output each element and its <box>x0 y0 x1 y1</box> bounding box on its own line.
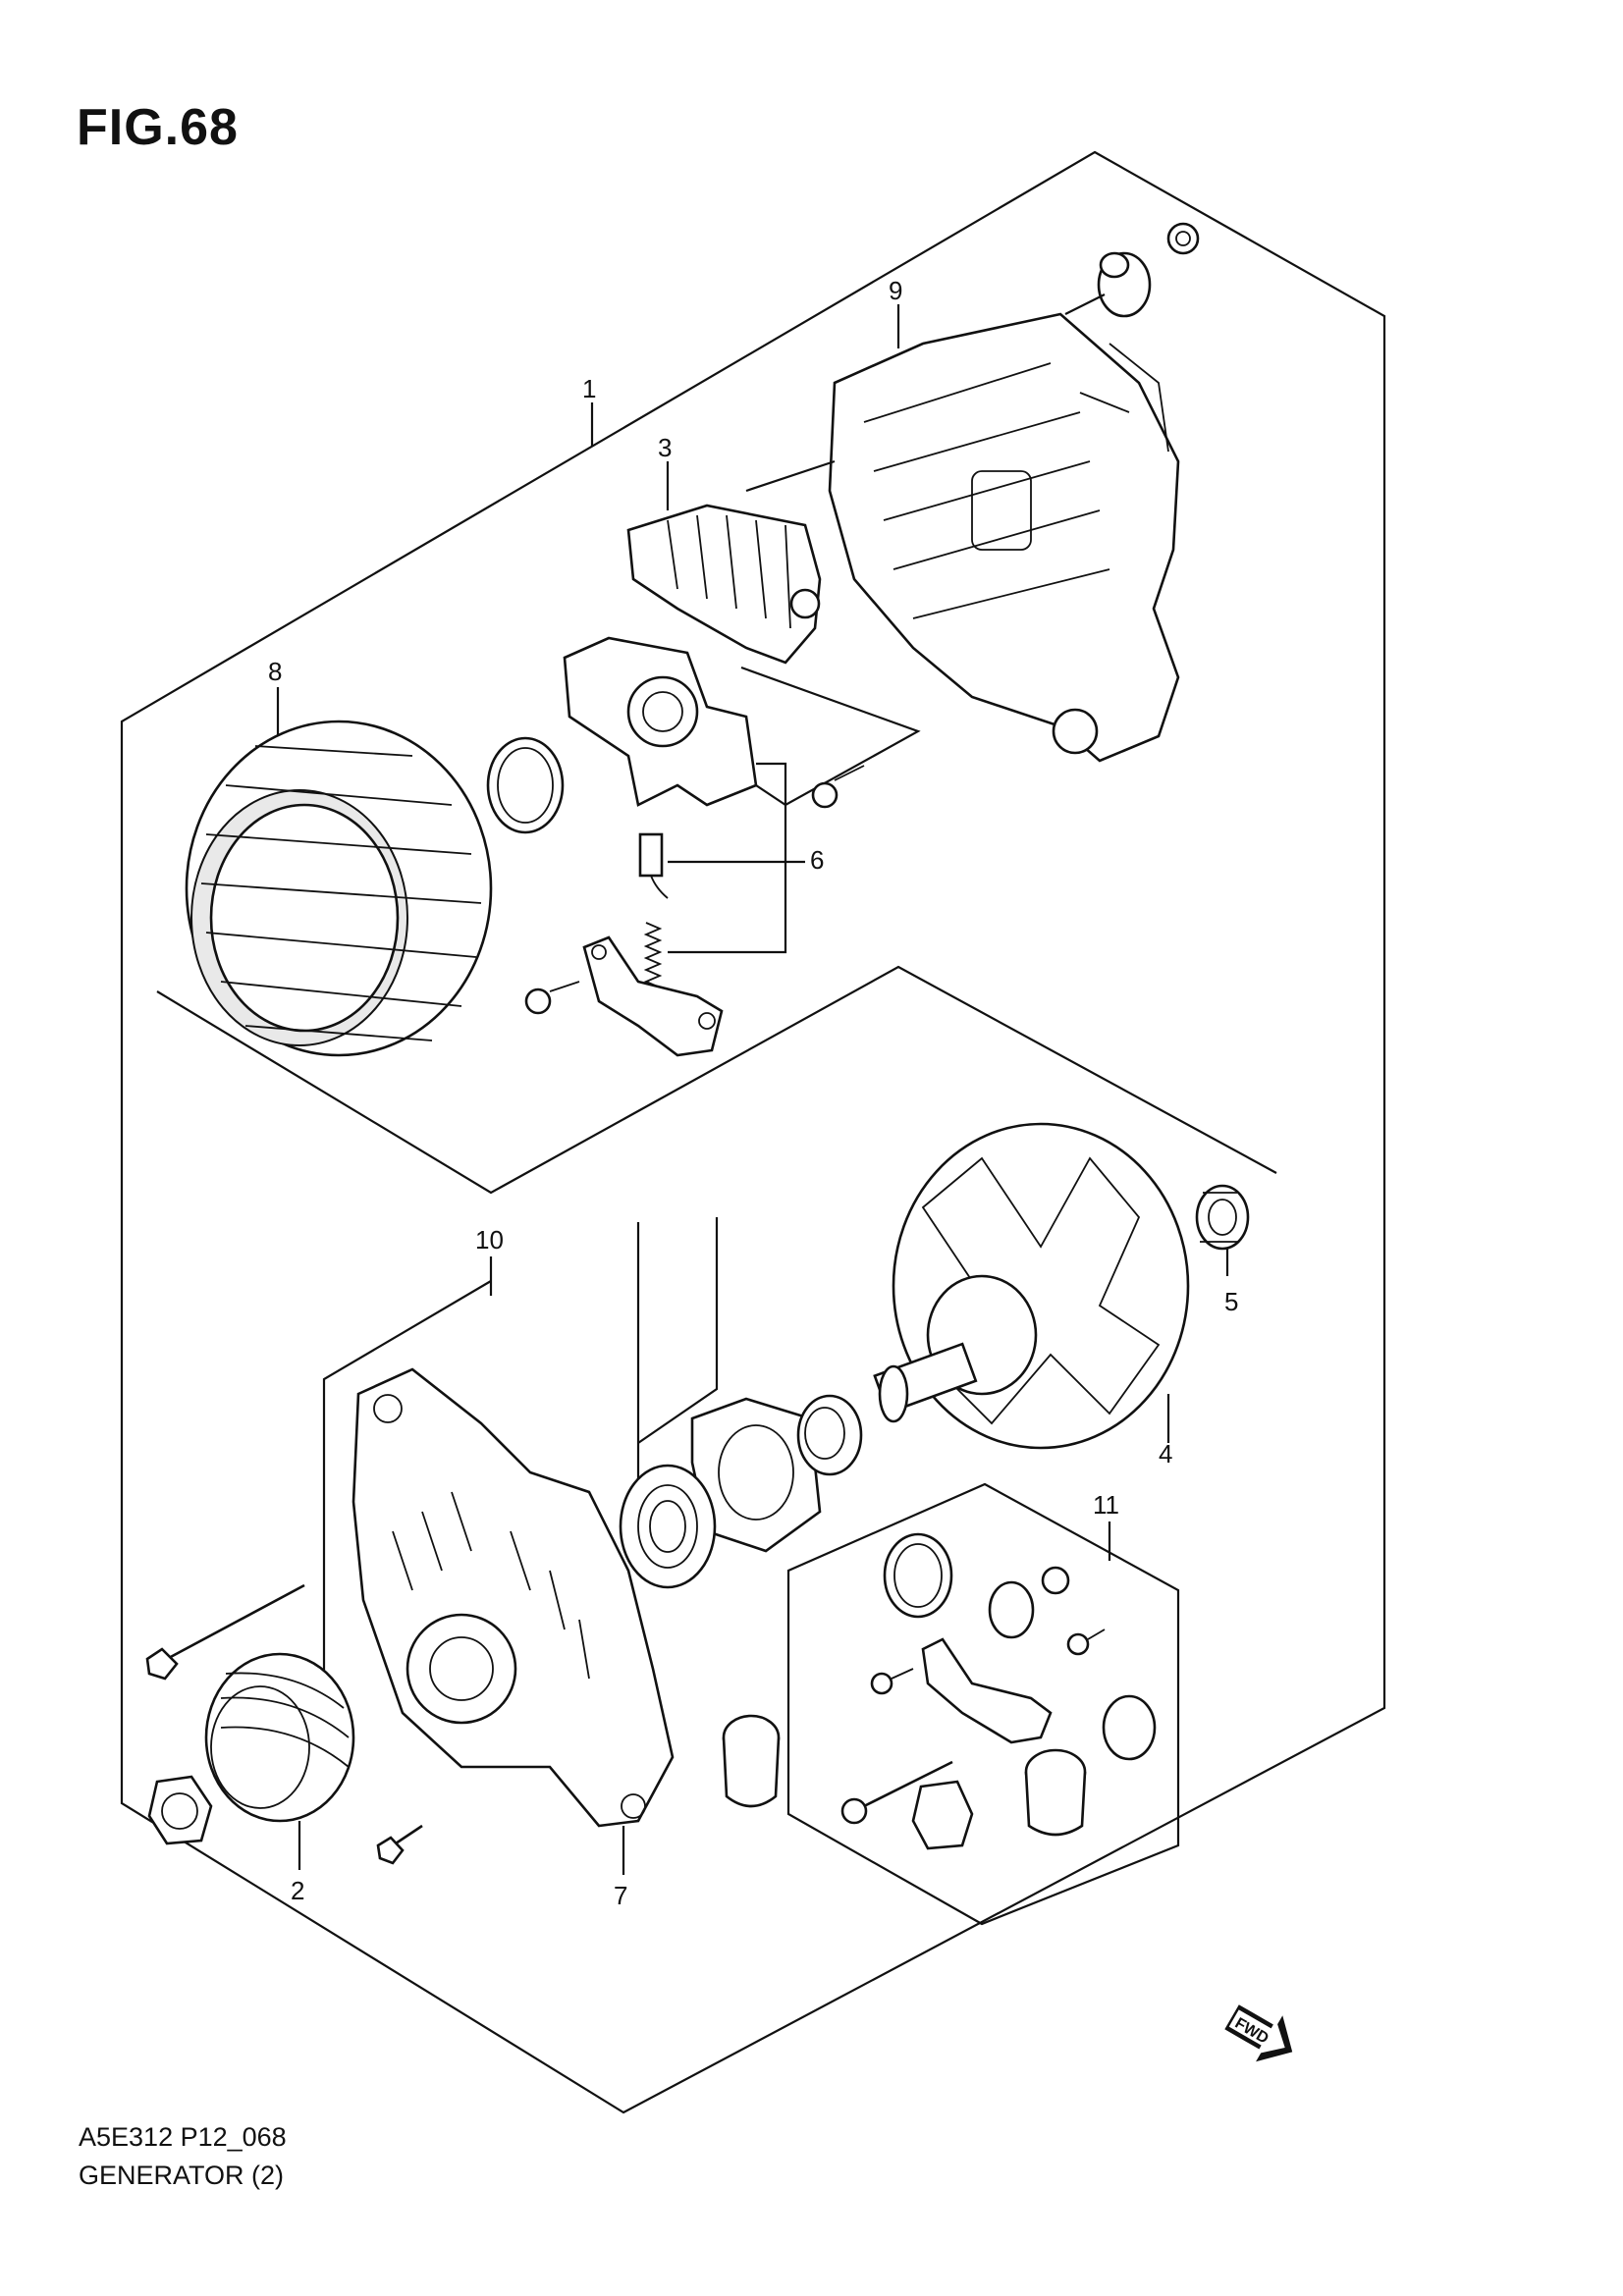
fwd-arrow-icon: FWD <box>1224 2004 1293 2062</box>
leader-6-bracket <box>668 762 787 954</box>
bearing-part-5 <box>1195 1184 1250 1251</box>
figure-code: A5E312 P12_068 <box>79 2122 287 2152</box>
stator-part-8 <box>185 720 493 1057</box>
screw-regulator <box>811 765 865 809</box>
snap-ring <box>486 736 565 834</box>
upper-subgroup-outline <box>156 965 1277 1195</box>
pulley-nut <box>147 1775 213 1845</box>
callout-5: 5 <box>1224 1287 1238 1316</box>
rectifier-part-3 <box>626 504 822 665</box>
bushing-top <box>1097 251 1152 318</box>
leader-bushing <box>1064 294 1106 315</box>
bearing-group-bracket <box>637 1217 719 1444</box>
callout-8: 8 <box>268 657 282 686</box>
through-bolt <box>145 1583 305 1681</box>
rotor-part-4 <box>873 1122 1190 1450</box>
callout-11: 11 <box>1093 1490 1119 1520</box>
spring-part-6 <box>643 922 663 988</box>
callout-10: 10 <box>475 1225 504 1255</box>
callout-1: 1 <box>582 374 596 403</box>
collar-front <box>722 1714 781 1808</box>
callout-2: 2 <box>291 1876 304 1905</box>
pulley-part-2 <box>204 1652 355 1823</box>
bearing-retainer <box>690 1397 822 1553</box>
bolt-bracket <box>376 1824 423 1865</box>
figure-title: FIG.68 <box>77 99 239 156</box>
rectifier-subgroup-outline <box>740 666 921 807</box>
callout-6: 6 <box>810 845 824 875</box>
regulator-brush-holder <box>563 636 758 807</box>
brush-part-6 <box>638 832 669 899</box>
figure-caption: GENERATOR (2) <box>79 2161 285 2190</box>
kit-11-outline <box>786 1482 1180 1926</box>
front-bracket-part-7 <box>352 1367 675 1828</box>
callout-3: 3 <box>658 433 672 462</box>
callout-9: 9 <box>889 276 902 305</box>
screw-plate <box>524 981 580 1015</box>
callout-4: 4 <box>1159 1439 1172 1468</box>
kit-11-parts <box>840 1532 1157 1850</box>
front-bearing <box>619 1464 717 1589</box>
spacer-collar <box>796 1394 863 1476</box>
retainer-plate <box>582 935 724 1057</box>
rear-bracket-part-9 <box>828 312 1180 763</box>
leader-9-bracket <box>745 459 836 493</box>
callout-7: 7 <box>614 1881 627 1910</box>
assembly-boundary-outline <box>120 150 1386 2114</box>
nut-top <box>1166 222 1200 255</box>
front-bracket-subgroup-outline <box>322 1280 492 1718</box>
bearing-group-bracket-2 <box>627 1222 640 1498</box>
